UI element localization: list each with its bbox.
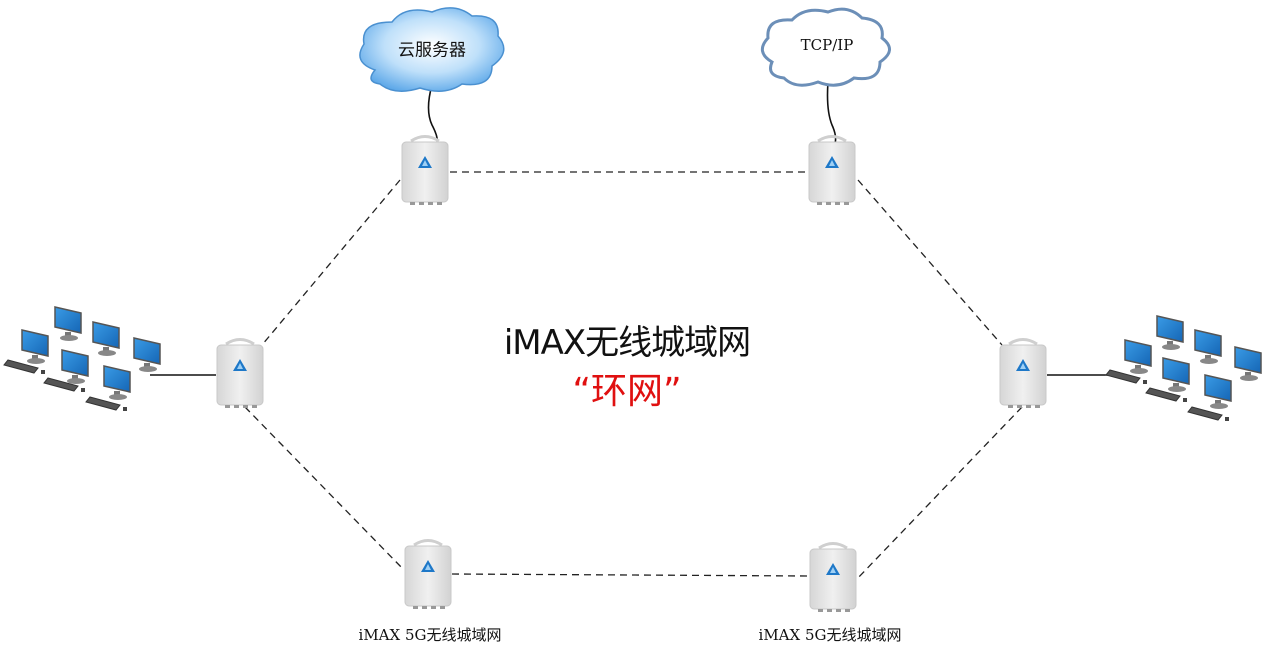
ring-links [244, 171, 1023, 581]
link-top-right [857, 179, 1003, 346]
cable-tcpip [826, 81, 837, 147]
cloud-tcpip [760, 7, 891, 87]
cloud-server-label: 云服务器 [398, 40, 466, 61]
link-bottom-right [855, 406, 1023, 581]
cloud-tcpip-label: TCP/IP [800, 36, 854, 54]
device-label-bottom-right: iMAX 5G无线城域网 [758, 626, 902, 644]
wired-links [150, 81, 1110, 376]
radio-device-top-left [400, 135, 450, 207]
radio-device-bottom-left [403, 539, 453, 611]
cloud-server [359, 7, 505, 92]
radio-device-top-right [807, 135, 857, 207]
radio-device-bottom-right [808, 542, 858, 614]
diagram-subtitle: “环网” [572, 371, 682, 412]
link-bottom [451, 573, 811, 577]
device-label-bottom-left: iMAX 5G无线城域网 [358, 626, 502, 644]
link-bottom-left [244, 406, 405, 571]
diagram-title: iMAX无线城域网 [503, 323, 751, 363]
